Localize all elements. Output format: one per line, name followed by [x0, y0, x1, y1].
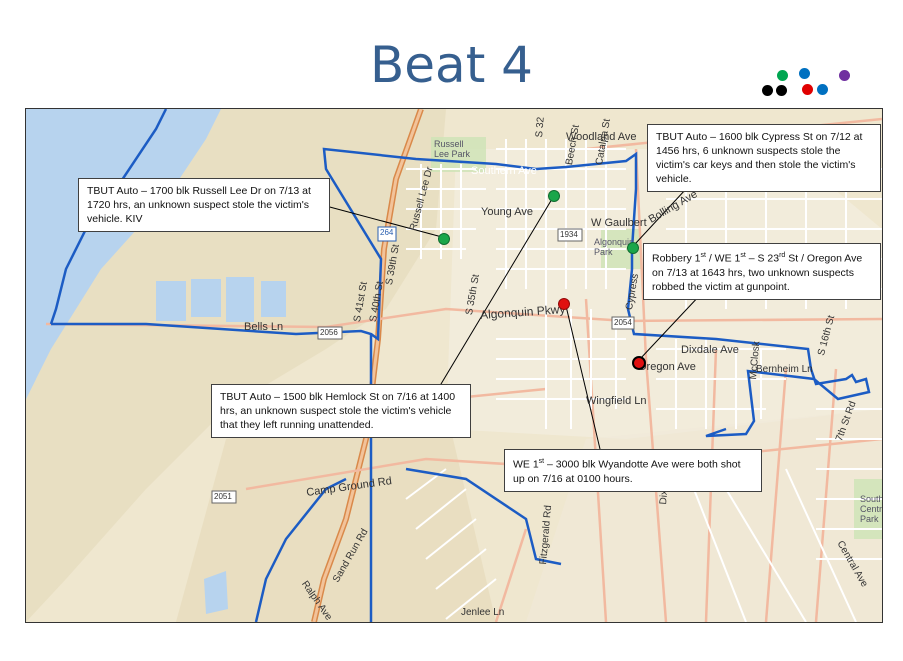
- callout-robbery[interactable]: Robbery 1st / WE 1st – S 23rd St / Orego…: [643, 243, 881, 300]
- callout-robbery-sup-2: st: [740, 252, 746, 259]
- callout-robbery-text-2: / WE 1: [705, 252, 741, 265]
- callout-robbery-sup-3: rd: [779, 252, 786, 259]
- callout-robbery-text-4: St / Oregon Ave on 7/13 at 1643 hrs, two…: [652, 252, 863, 293]
- callout-robbery-sup-1: st: [700, 252, 706, 259]
- callout-wyandotte[interactable]: WE 1st – 3000 blk Wyandotte Ave were bot…: [504, 449, 762, 492]
- shield-2051: 2051: [214, 492, 232, 501]
- label-bernheim: Bernheim Ln: [756, 364, 813, 375]
- incident-marker-2[interactable]: [627, 242, 639, 254]
- incident-marker-0[interactable]: [438, 233, 450, 245]
- label-s32: S 32: [534, 116, 547, 138]
- label-bells: Bells Ln: [244, 321, 284, 333]
- label-dixdale: Dixdale Ave: [681, 344, 739, 356]
- label-woodland: Woodland Ave: [566, 131, 637, 143]
- incident-marker-4[interactable]: [632, 356, 646, 370]
- callout-hemlock[interactable]: TBUT Auto – 1500 blk Hemlock St on 7/16 …: [211, 384, 471, 438]
- label-algonquin-park: Algonquin Park: [594, 237, 635, 257]
- callout-cypress-text: TBUT Auto – 1600 blk Cypress St on 7/12 …: [656, 131, 863, 185]
- callout-wyandotte-sup: st: [538, 458, 545, 465]
- legend-dot-2: [839, 70, 850, 81]
- shield-2056: 2056: [320, 328, 338, 337]
- page-title: Beat 4: [369, 36, 533, 94]
- label-southern: Southern Ave: [471, 165, 537, 177]
- callout-russell-text: TBUT Auto – 1700 blk Russell Lee Dr on 7…: [87, 185, 311, 225]
- legend-dot-6: [817, 84, 828, 95]
- label-oregon: Oregon Ave: [638, 361, 696, 373]
- incident-marker-1[interactable]: [548, 190, 560, 202]
- legend-dot-3: [762, 85, 773, 96]
- callout-robbery-text-1: Robbery 1: [652, 252, 701, 265]
- label-wingfield: Wingfield Ln: [586, 395, 647, 407]
- callout-wyandotte-text-2: – 3000 blk Wyandotte Ave were both shot …: [513, 458, 741, 485]
- legend-dot-4: [776, 85, 787, 96]
- legend-dot-1: [799, 68, 810, 79]
- label-south-central: South Centr Park: [860, 494, 883, 524]
- label-young: Young Ave: [481, 206, 534, 218]
- callout-hemlock-text: TBUT Auto – 1500 blk Hemlock St on 7/16 …: [220, 391, 456, 431]
- label-jenlee: Jenlee Ln: [461, 607, 505, 618]
- callout-robbery-text-3: – S 23: [745, 252, 780, 265]
- label-russell-park: Russell Lee Park: [434, 139, 471, 159]
- callout-cypress[interactable]: TBUT Auto – 1600 blk Cypress St on 7/12 …: [647, 124, 881, 192]
- incident-marker-3[interactable]: [558, 298, 570, 310]
- label-gaulbert: W Gaulbert: [591, 217, 647, 229]
- shield-1934: 1934: [560, 230, 578, 239]
- beat-map[interactable]: Woodland Ave Southern Ave Young Ave W Ga…: [25, 108, 883, 623]
- shield-264: 264: [380, 228, 394, 237]
- callout-wyandotte-text-1: WE 1: [513, 458, 539, 471]
- legend-dot-5: [802, 84, 813, 95]
- callout-russell-lee[interactable]: TBUT Auto – 1700 blk Russell Lee Dr on 7…: [78, 178, 330, 232]
- shield-2054: 2054: [614, 318, 632, 327]
- legend-dot-0: [777, 70, 788, 81]
